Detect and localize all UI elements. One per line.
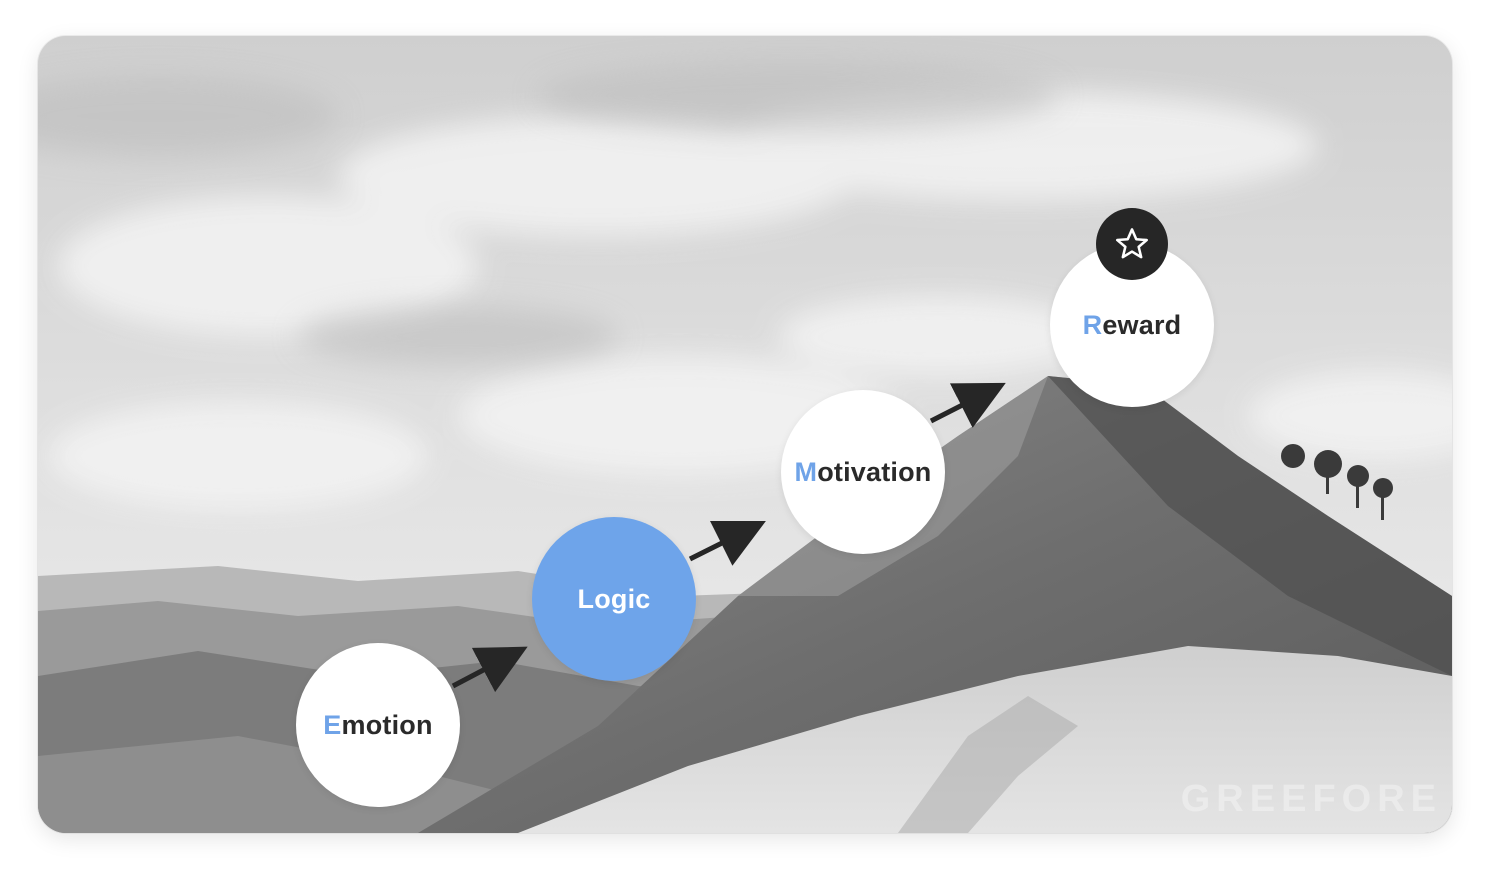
arrow-emotion-to-logic	[451, 646, 528, 693]
arrows-layer	[451, 382, 1006, 693]
step-reward-rest: eward	[1102, 309, 1182, 340]
step-motivation-initial: M	[794, 456, 818, 487]
step-motivation[interactable]: Motivation	[781, 390, 945, 554]
step-emotion-initial: E	[323, 709, 342, 740]
step-logic-label: Logic	[577, 583, 651, 614]
step-reward-initial: R	[1082, 309, 1103, 340]
star-icon	[1116, 228, 1148, 259]
reward-star-badge	[1096, 208, 1168, 280]
step-emotion-rest: motion	[341, 709, 433, 740]
step-logic[interactable]: Logic	[532, 517, 696, 681]
step-motivation-rest: otivation	[817, 456, 932, 487]
arrow-motivation-to-reward	[929, 382, 1006, 428]
slide-card: Emotion Logic Motivation Reward GREEFORE	[38, 36, 1452, 833]
watermark: GREEFORE	[1180, 778, 1442, 820]
step-emotion[interactable]: Emotion	[296, 643, 460, 807]
arrow-logic-to-motivation	[688, 521, 766, 566]
